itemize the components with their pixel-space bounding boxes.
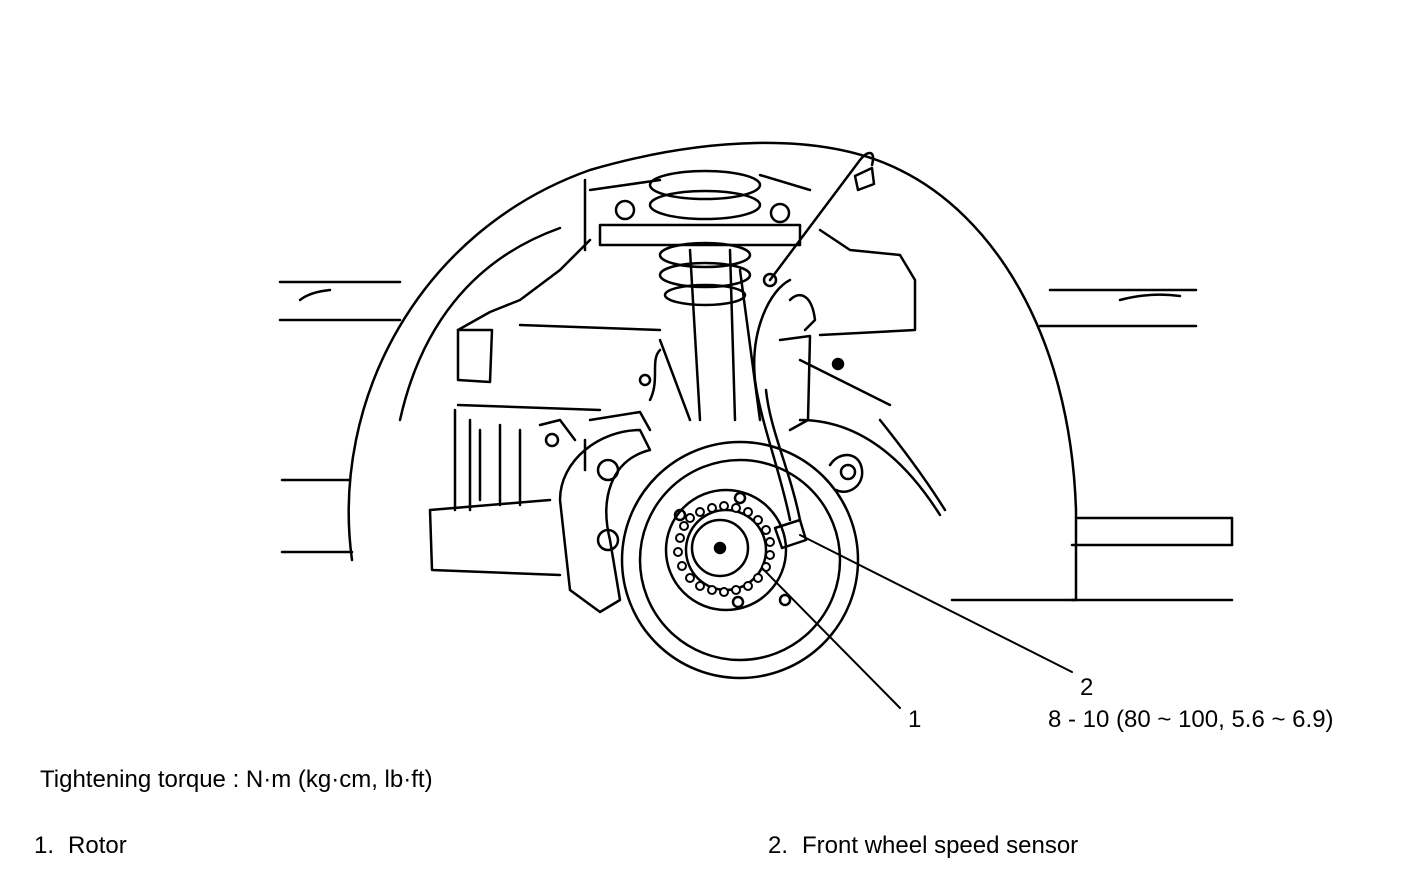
callout-sensor-number: 2 [1080, 674, 1094, 701]
brake-caliper [558, 410, 652, 614]
strut-body [658, 248, 762, 422]
callout-rotor-number: 1 [908, 706, 922, 733]
leader-line-2 [799, 534, 1073, 673]
leader-lines [761, 534, 1073, 709]
legend-number: 1. [34, 832, 55, 859]
sensor-torque-spec: 8 - 10 (80 ~ 100, 5.6 ~ 6.9) [1048, 706, 1334, 733]
legend-label: Front wheel speed sensor [802, 832, 1079, 859]
legend-number: 2. [768, 832, 789, 859]
legend-item-sensor: 2. Front wheel speed sensor [768, 832, 1078, 860]
strut-top-mount [583, 173, 812, 252]
steering-knuckle [538, 418, 864, 493]
coil-spring [648, 169, 762, 307]
wheel-speed-sensor-harness [638, 151, 876, 550]
body-panel-lines [278, 280, 1234, 602]
legend-item-rotor: 1. Rotor [34, 832, 127, 860]
sensor-rotor-teeth [673, 501, 775, 597]
inner-structure [453, 228, 947, 517]
fender-liner [347, 141, 1078, 602]
leader-line-1 [761, 567, 901, 709]
legend-label: Rotor [68, 832, 127, 859]
brake-rotor [620, 440, 860, 680]
torque-units-note: Tightening torque : N·m (kg·cm, lb·ft) [40, 766, 433, 793]
